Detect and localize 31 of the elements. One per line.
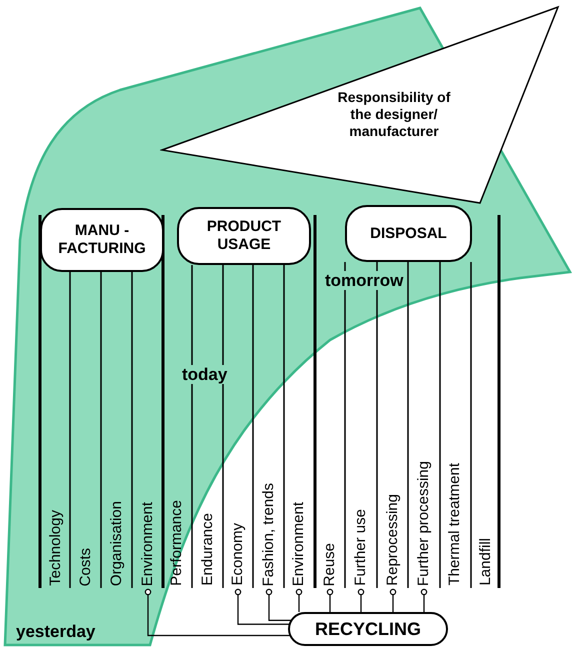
connector-line: [144, 588, 291, 636]
column-label: Organisation: [108, 500, 125, 586]
column-label: Environment: [290, 502, 307, 586]
connector-line: [326, 588, 334, 612]
column-label: Endurance: [199, 513, 216, 586]
triangle-text: Responsibility of the designer/ manufacturer: [336, 89, 452, 140]
connector-line: [234, 588, 291, 625]
column-label: Further processing: [415, 460, 432, 586]
stage-box: DISPOSAL: [345, 205, 472, 262]
column-label: Costs: [77, 548, 94, 586]
connector-line: [420, 588, 428, 612]
connector-line: [266, 588, 291, 621]
column-label: Economy: [229, 523, 246, 586]
column-label: Performance: [168, 500, 185, 586]
connector-line: [390, 588, 396, 612]
era-label: today: [180, 365, 230, 384]
column-label: Environment: [139, 502, 156, 586]
column-label: Technology: [47, 510, 64, 586]
column-label: Landfill: [477, 538, 494, 586]
connector-line: [358, 588, 364, 612]
era-label: yesterday: [14, 622, 98, 641]
stage-box: PRODUCT USAGE: [177, 207, 311, 265]
column-label: Thermal treatment: [446, 463, 463, 586]
column-label: Fashion, trends: [260, 482, 277, 586]
column-label: Further use: [352, 509, 369, 586]
era-label: tomorrow: [323, 271, 406, 290]
recycling-box: RECYCLING: [288, 612, 448, 646]
column-label: Reprocessing: [384, 494, 401, 586]
stage-box: MANU - FACTURING: [40, 208, 164, 272]
column-label: Reuse: [321, 542, 338, 586]
connector-line: [296, 588, 302, 612]
